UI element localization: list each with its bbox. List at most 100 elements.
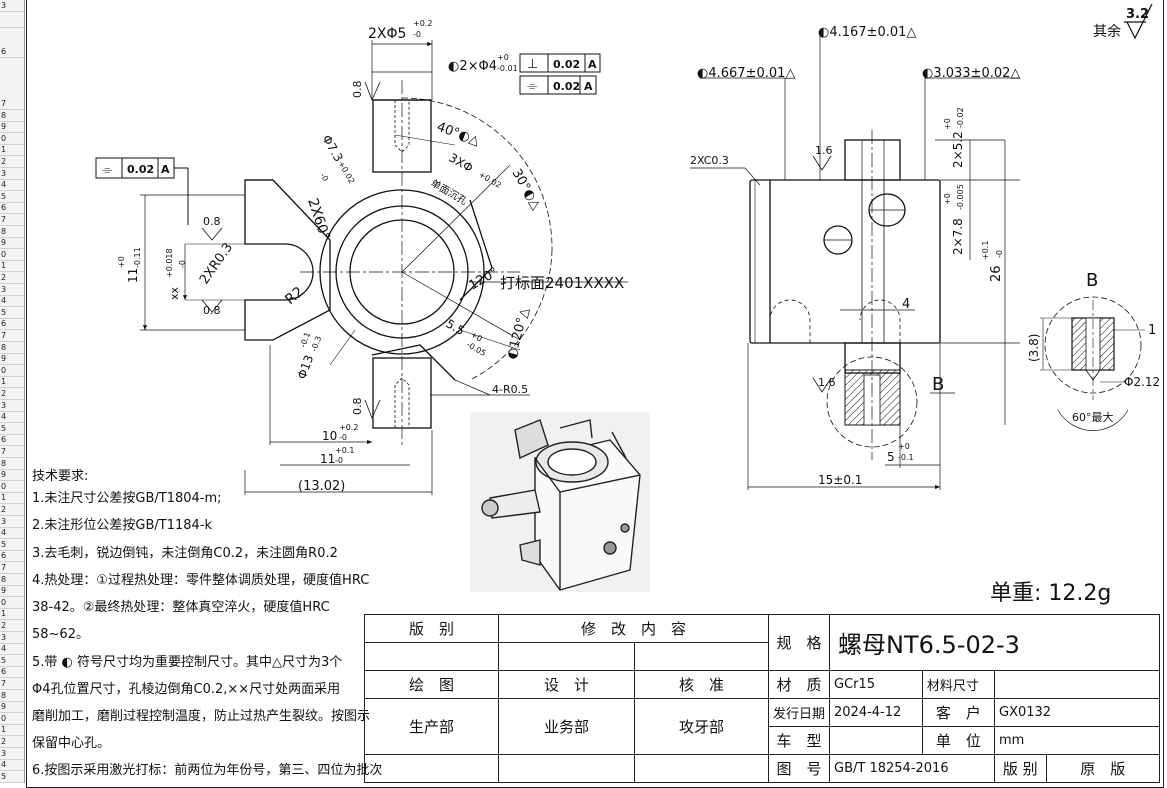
svg-text:2XC0.3: 2XC0.3	[690, 154, 729, 167]
row-number[interactable]: 3	[0, 400, 24, 412]
svg-text:A: A	[161, 163, 170, 176]
surface-finish-value: 3.2	[1126, 7, 1149, 22]
svg-text:2×7.8: 2×7.8	[951, 218, 965, 255]
row-number[interactable]: 3	[0, 632, 24, 644]
row-number[interactable]: 5	[0, 771, 24, 783]
row-number[interactable]: 1	[0, 724, 24, 737]
row-number[interactable]: 5	[0, 539, 24, 551]
row-number[interactable]: 1	[0, 376, 24, 389]
customer-label: 客 户	[921, 698, 996, 727]
row-number[interactable]: 6	[0, 318, 24, 331]
row-number[interactable]: 8	[0, 458, 24, 470]
row-number[interactable]: 6	[0, 202, 24, 215]
svg-text:30°◐△: 30°◐△	[509, 167, 544, 213]
svg-text:-0: -0	[178, 260, 187, 268]
row-number[interactable]: 8	[0, 342, 24, 354]
row-number[interactable]: 5	[0, 655, 24, 667]
row-number[interactable]: 3	[0, 168, 24, 180]
svg-text:+0: +0	[943, 193, 952, 205]
row-number[interactable]: 0	[0, 249, 24, 261]
svg-text:-0.01: -0.01	[497, 64, 518, 73]
issue-date-value: 2024-4-12	[829, 698, 923, 727]
row-number[interactable]: 2	[0, 736, 24, 748]
dept-business: 业务部	[498, 698, 635, 755]
row-number[interactable]: 6	[0, 434, 24, 447]
row-number[interactable]: 1	[0, 144, 24, 157]
row-number[interactable]: 3	[0, 748, 24, 760]
row-number[interactable]: 8	[0, 574, 24, 586]
svg-text:Φ2.12: Φ2.12	[1124, 375, 1160, 389]
row-number[interactable]: 5	[0, 307, 24, 319]
svg-text:1.6: 1.6	[818, 376, 836, 389]
tech-req-line: Φ4孔位置尺寸，孔棱边倒角C0.2,××尺寸处两面采用	[32, 682, 341, 697]
row-number[interactable]: 9	[0, 701, 24, 714]
tech-req-line: 3.去毛刺，锐边倒钝，未注倒角C0.2，未注圆角R0.2	[32, 546, 338, 561]
svg-text:-0.005: -0.005	[956, 184, 965, 210]
row-number[interactable]: 2	[0, 504, 24, 516]
approve-label: 核 准	[634, 670, 769, 699]
row-number[interactable]: 2	[0, 388, 24, 400]
row-number[interactable]	[0, 16, 24, 28]
row-number[interactable]: 0	[0, 133, 24, 145]
gdt-frames	[95, 53, 601, 225]
drawing-no-value: GB/T 18254-2016	[829, 754, 996, 783]
title-block: 版 别 修 改 内 容 规 格 螺母NT6.5-02-3 绘 图 设 计 核 准…	[364, 614, 1161, 783]
row-number[interactable]: 5	[0, 191, 24, 203]
row-number[interactable]: 4	[0, 411, 24, 424]
row-number[interactable]: 4	[0, 527, 24, 540]
row-number[interactable]: 1	[0, 260, 24, 273]
svg-text:-0: -0	[413, 30, 421, 39]
row-number[interactable]: 7	[0, 214, 24, 226]
row-number[interactable]: 0	[0, 365, 24, 377]
svg-text:-0.3: -0.3	[309, 335, 323, 353]
row-number[interactable]: 2	[0, 620, 24, 632]
row-number[interactable]: 8	[0, 226, 24, 238]
row-number[interactable]: 9	[0, 121, 24, 134]
row-number[interactable]: 7	[0, 446, 24, 458]
svg-text:2X60°: 2X60°	[304, 196, 333, 242]
row-number[interactable]: 4	[0, 179, 24, 192]
svg-text:(3.8): (3.8)	[1027, 334, 1041, 362]
row-number[interactable]: 8	[0, 690, 24, 702]
tech-req-line: 4.热处理：①过程热处理：零件整体调质处理，硬度值HRC	[32, 573, 370, 588]
row-number[interactable]: 8	[0, 110, 24, 122]
row-number[interactable]: 4	[0, 643, 24, 656]
row-number[interactable]: 2	[0, 272, 24, 284]
row-number[interactable]: 7	[0, 98, 24, 110]
svg-text:+0.018: +0.018	[165, 248, 174, 278]
spec-label: 规 格	[767, 614, 831, 671]
svg-text:0.8: 0.8	[351, 81, 364, 99]
svg-text:26: 26	[989, 265, 1004, 282]
row-number[interactable]: 0	[0, 481, 24, 493]
row-number[interactable]: 4	[0, 295, 24, 308]
row-number[interactable]: 0	[0, 713, 24, 725]
svg-text:-0: -0	[318, 172, 330, 183]
row-number[interactable]: 3	[0, 516, 24, 528]
right-view-labels: ◐4.167±0.01△ ◐4.667±0.01△ ◐3.033±0.02△ 2…	[690, 25, 1020, 487]
row-number[interactable]: 4	[0, 759, 24, 772]
row-number[interactable]: 6	[0, 666, 24, 679]
row-number[interactable]: 5	[0, 423, 24, 435]
svg-text:xx: xx	[168, 286, 181, 300]
dim-top-holes: 2XΦ5	[368, 26, 406, 42]
row-number[interactable]: 3	[0, 0, 24, 12]
tech-req-line: 2.未注形位公差按GB/T1184-k	[32, 518, 213, 533]
row-number[interactable]: 9	[0, 353, 24, 366]
row-number[interactable]: 9	[0, 469, 24, 482]
row-number[interactable]: 7	[0, 330, 24, 342]
row-number[interactable]: 6	[0, 46, 24, 58]
row-number[interactable]: 9	[0, 237, 24, 250]
row-number[interactable]: 1	[0, 492, 24, 505]
row-number[interactable]: 2	[0, 156, 24, 168]
row-number[interactable]: 3	[0, 284, 24, 296]
row-number[interactable]: 9	[0, 585, 24, 598]
row-number[interactable]: 7	[0, 678, 24, 690]
row-number[interactable]: 0	[0, 597, 24, 609]
row-number[interactable]: 1	[0, 608, 24, 621]
design-label: 设 计	[498, 670, 635, 699]
svg-text:-0.11: -0.11	[133, 247, 142, 268]
row-number[interactable]: 7	[0, 562, 24, 574]
svg-text:-0.02: -0.02	[956, 107, 965, 128]
svg-text:◐3.033±0.02△: ◐3.033±0.02△	[922, 66, 1020, 81]
row-number[interactable]: 6	[0, 550, 24, 563]
